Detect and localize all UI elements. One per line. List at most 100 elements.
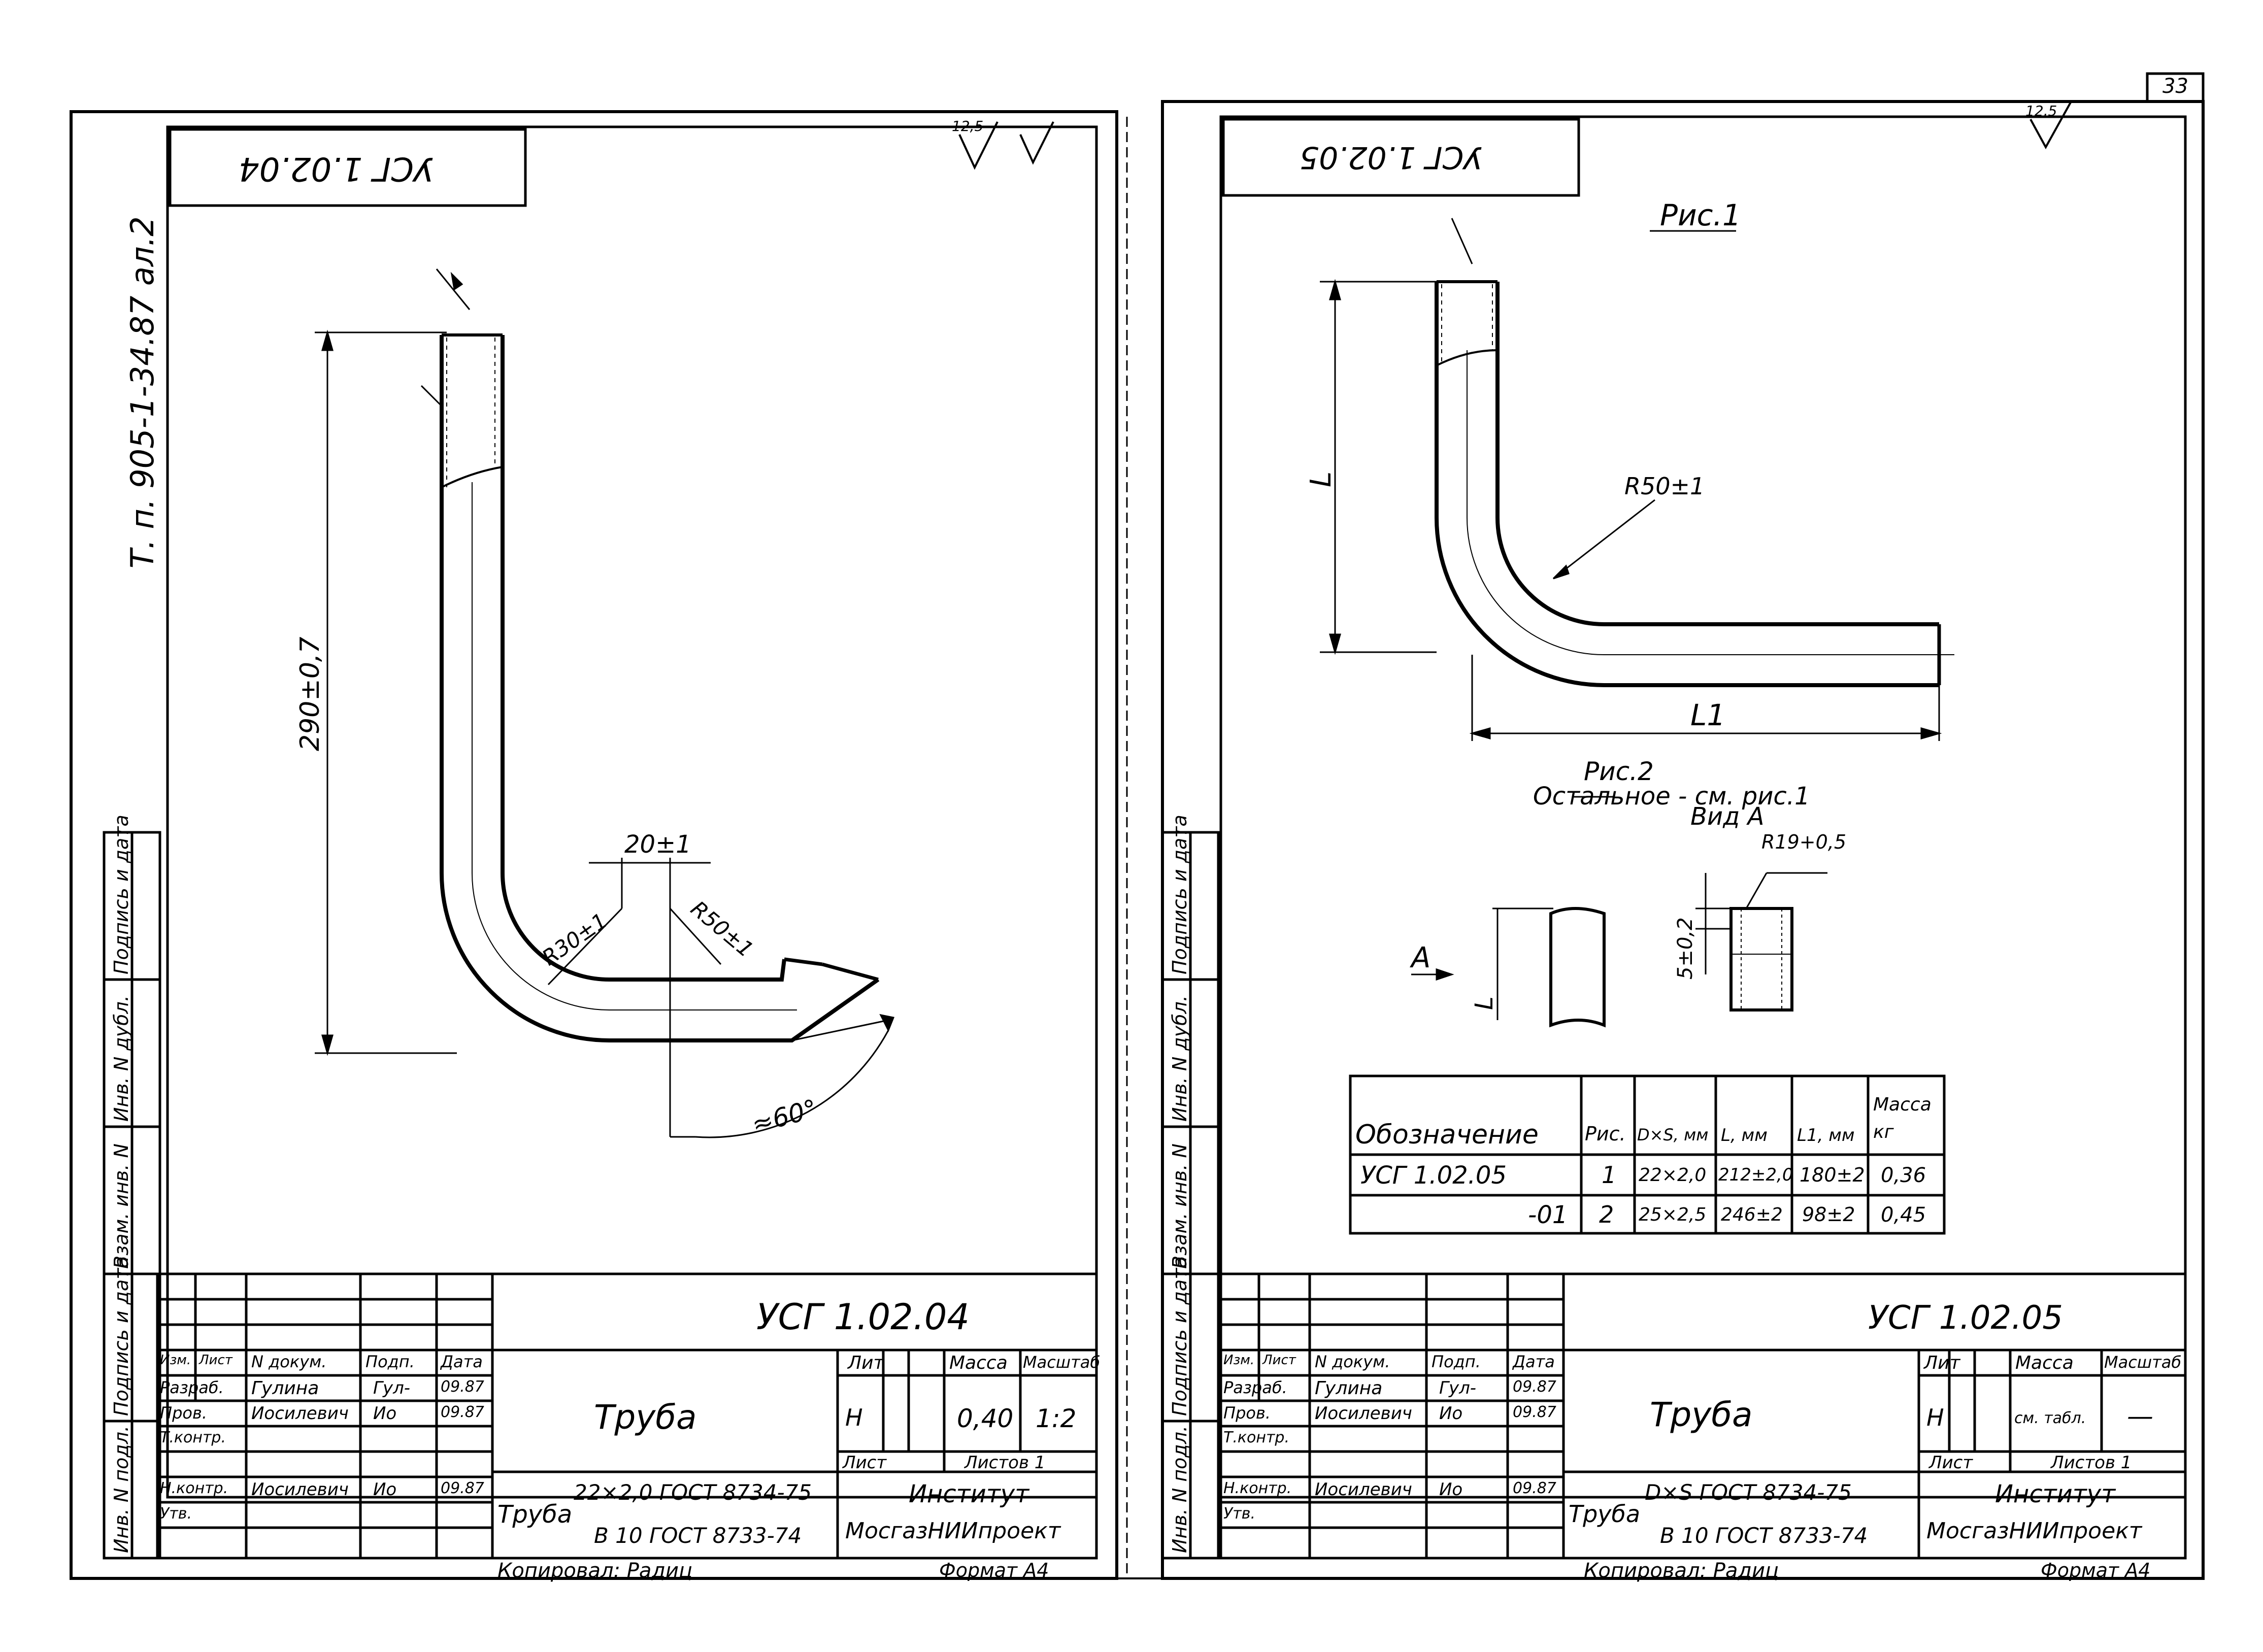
left-tb-lit-header: Лит [848, 1353, 884, 1373]
right-tb-org-2: МосгазНИИпроект [1926, 1518, 2142, 1544]
right-tb-row2-date: 09.87 [1513, 1403, 1556, 1421]
left-corner-code: УСГ 1.02.04 [239, 150, 434, 187]
left-tb-col-date: Дата [441, 1352, 483, 1371]
left-tb-row4-name: Иосилевич [251, 1479, 349, 1500]
table-row1-l1: 180±2 [1800, 1164, 1865, 1186]
right-tb-material-1: D×S ГОСТ 8734-75 [1645, 1480, 1852, 1505]
right-tb-col-list: Лист [1262, 1353, 1296, 1368]
table-row1-fig: 1 [1602, 1161, 1617, 1189]
right-corner-code: УСГ 1.02.05 [1300, 140, 1482, 175]
right-tb-row4-name: Иосилевич [1315, 1479, 1412, 1500]
right-fig2-note: Остальное - см. рис.1 [1533, 782, 1810, 811]
right-roughness: 12,5 [2025, 103, 2057, 119]
right-tb-row4-sign: Ио [1439, 1479, 1463, 1500]
left-tb-scale-header: Масштаб [1023, 1353, 1101, 1372]
left-tb-row2-date: 09.87 [441, 1403, 484, 1421]
right-dim-L1: L1 [1690, 698, 1726, 732]
right-tb-row4-role: Н.контр. [1223, 1479, 1292, 1497]
left-tb-org-1: Институт [909, 1480, 1029, 1508]
left-tb-org-2: МосгазНИИпроект [845, 1518, 1061, 1544]
right-tb-sheets: Листов 1 [2051, 1453, 2132, 1473]
right-dim-L: L [1305, 471, 1338, 487]
right-tb-sheet: Лист [1929, 1453, 1973, 1473]
right-dim-5: 5±0,2 [1674, 917, 1697, 980]
left-tb-material-2: В 10 ГОСТ 8733-74 [594, 1523, 802, 1548]
table-row1-l: 212±2,0 [1718, 1165, 1793, 1185]
page-number: 33 [2162, 75, 2188, 98]
table-header-designation: Обозначение [1355, 1120, 1539, 1150]
table-row1-designation: УСГ 1.02.05 [1360, 1161, 1507, 1190]
left-format: Формат А4 [939, 1559, 1049, 1581]
right-format: Формат А4 [2041, 1559, 2151, 1581]
right-view-label: Вид А [1690, 802, 1765, 831]
left-tb-row1-role: Разраб. [160, 1378, 224, 1397]
table-row1-mass: 0,36 [1881, 1164, 1926, 1187]
right-tb-row1-date: 09.87 [1513, 1378, 1556, 1396]
album-label: Т. п. 905-1-34.87 ал.2 [124, 216, 161, 568]
left-tb-material-1: 22×2,0 ГОСТ 8734-75 [574, 1480, 812, 1505]
right-tb-row3-role: Т.контр. [1223, 1429, 1290, 1446]
left-strip-label-4: Подпись и дата [110, 1256, 132, 1416]
right-tb-col-doc: N докум. [1315, 1352, 1390, 1371]
right-fig1-label: Рис.1 [1660, 198, 1741, 232]
right-copied: Копировал: Радиц [1584, 1559, 1779, 1582]
left-tb-col-list: Лист [199, 1353, 232, 1368]
left-tb-row5-role: Утв. [160, 1505, 192, 1523]
right-strip-label-4: Подпись и дата [1169, 1256, 1191, 1416]
table-row2-mass: 0,45 [1881, 1203, 1926, 1227]
left-strip-label-5: Инв. N подл. [110, 1425, 132, 1553]
left-tb-row2-role: Пров. [160, 1403, 207, 1423]
right-tb-row1-sign: Гул- [1439, 1378, 1477, 1398]
right-tb-org-1: Институт [1995, 1480, 2116, 1508]
right-tb-mass-value: см. табл. [2014, 1409, 2086, 1427]
right-dim-chamfer: R19+0,5 [1761, 831, 1847, 853]
right-tb-lit-value: Н [1926, 1404, 1944, 1431]
right-view-L: L [1470, 996, 1499, 1010]
right-tb-row1-role: Разраб. [1223, 1378, 1287, 1397]
right-tb-col-izm: Изм. [1223, 1353, 1255, 1368]
table-header-ds: D×S, мм [1637, 1125, 1709, 1144]
right-strip-label-1: Подпись и дата [1169, 815, 1191, 974]
right-view-arrow: А [1411, 941, 1431, 974]
left-tb-row1-sign: Гул- [373, 1378, 411, 1398]
right-tb-material-prefix: Труба [1569, 1500, 1641, 1528]
right-tb-designation: УСГ 1.02.05 [1868, 1299, 2063, 1337]
right-tb-row2-name: Иосилевич [1315, 1403, 1412, 1424]
left-dim-gap: 20±1 [624, 830, 691, 859]
table-row2-l: 246±2 [1721, 1204, 1783, 1225]
right-tb-scale-header: Масштаб [2104, 1353, 2182, 1372]
left-tb-designation: УСГ 1.02.04 [756, 1296, 970, 1338]
right-strip-label-5: Инв. N подл. [1169, 1425, 1191, 1553]
left-dim-length: 290±0,7 [295, 636, 325, 751]
left-tb-col-sign: Подп. [365, 1352, 415, 1371]
left-copied: Копировал: Радиц [497, 1559, 693, 1582]
right-tb-row2-role: Пров. [1223, 1403, 1271, 1423]
left-tb-row1-date: 09.87 [441, 1378, 484, 1396]
right-tb-material-2: В 10 ГОСТ 8733-74 [1660, 1523, 1868, 1548]
table-row2-designation: -01 [1528, 1201, 1568, 1229]
right-tb-col-date: Дата [1513, 1352, 1555, 1371]
left-tb-mass-header: Масса [949, 1353, 1008, 1373]
table-row2-ds: 25×2,5 [1639, 1204, 1707, 1225]
left-tb-row2-name: Иосилевич [251, 1403, 349, 1424]
table-row2-fig: 2 [1599, 1201, 1614, 1228]
left-tb-row4-role: Н.контр. [160, 1479, 228, 1497]
table-header-fig: Рис. [1585, 1123, 1626, 1145]
table-row1-ds: 22×2,0 [1639, 1165, 1707, 1186]
left-tb-material-prefix: Труба [497, 1500, 573, 1529]
left-tb-sheet: Лист [843, 1453, 887, 1473]
table-row2-l1: 98±2 [1802, 1203, 1855, 1226]
right-tb-name: Труба [1650, 1395, 1753, 1434]
left-roughness: 12,5 [952, 118, 984, 134]
left-tb-row1-name: Гулина [251, 1378, 319, 1399]
right-fig2-label: Рис.2 [1584, 757, 1654, 786]
right-dim-r50: R50±1 [1624, 473, 1705, 500]
right-tb-row5-role: Утв. [1223, 1505, 1255, 1523]
right-tb-row2-sign: Ио [1439, 1403, 1463, 1424]
left-strip-label-2: Инв. N дубл. [110, 995, 132, 1122]
left-tb-name: Труба [594, 1398, 697, 1437]
left-tb-row3-role: Т.контр. [160, 1429, 226, 1446]
right-strip-label-3: Взам. инв. N [1169, 1143, 1191, 1269]
left-strip-label-3: Взам. инв. N [110, 1143, 132, 1269]
right-tb-col-sign: Подп. [1432, 1352, 1481, 1371]
